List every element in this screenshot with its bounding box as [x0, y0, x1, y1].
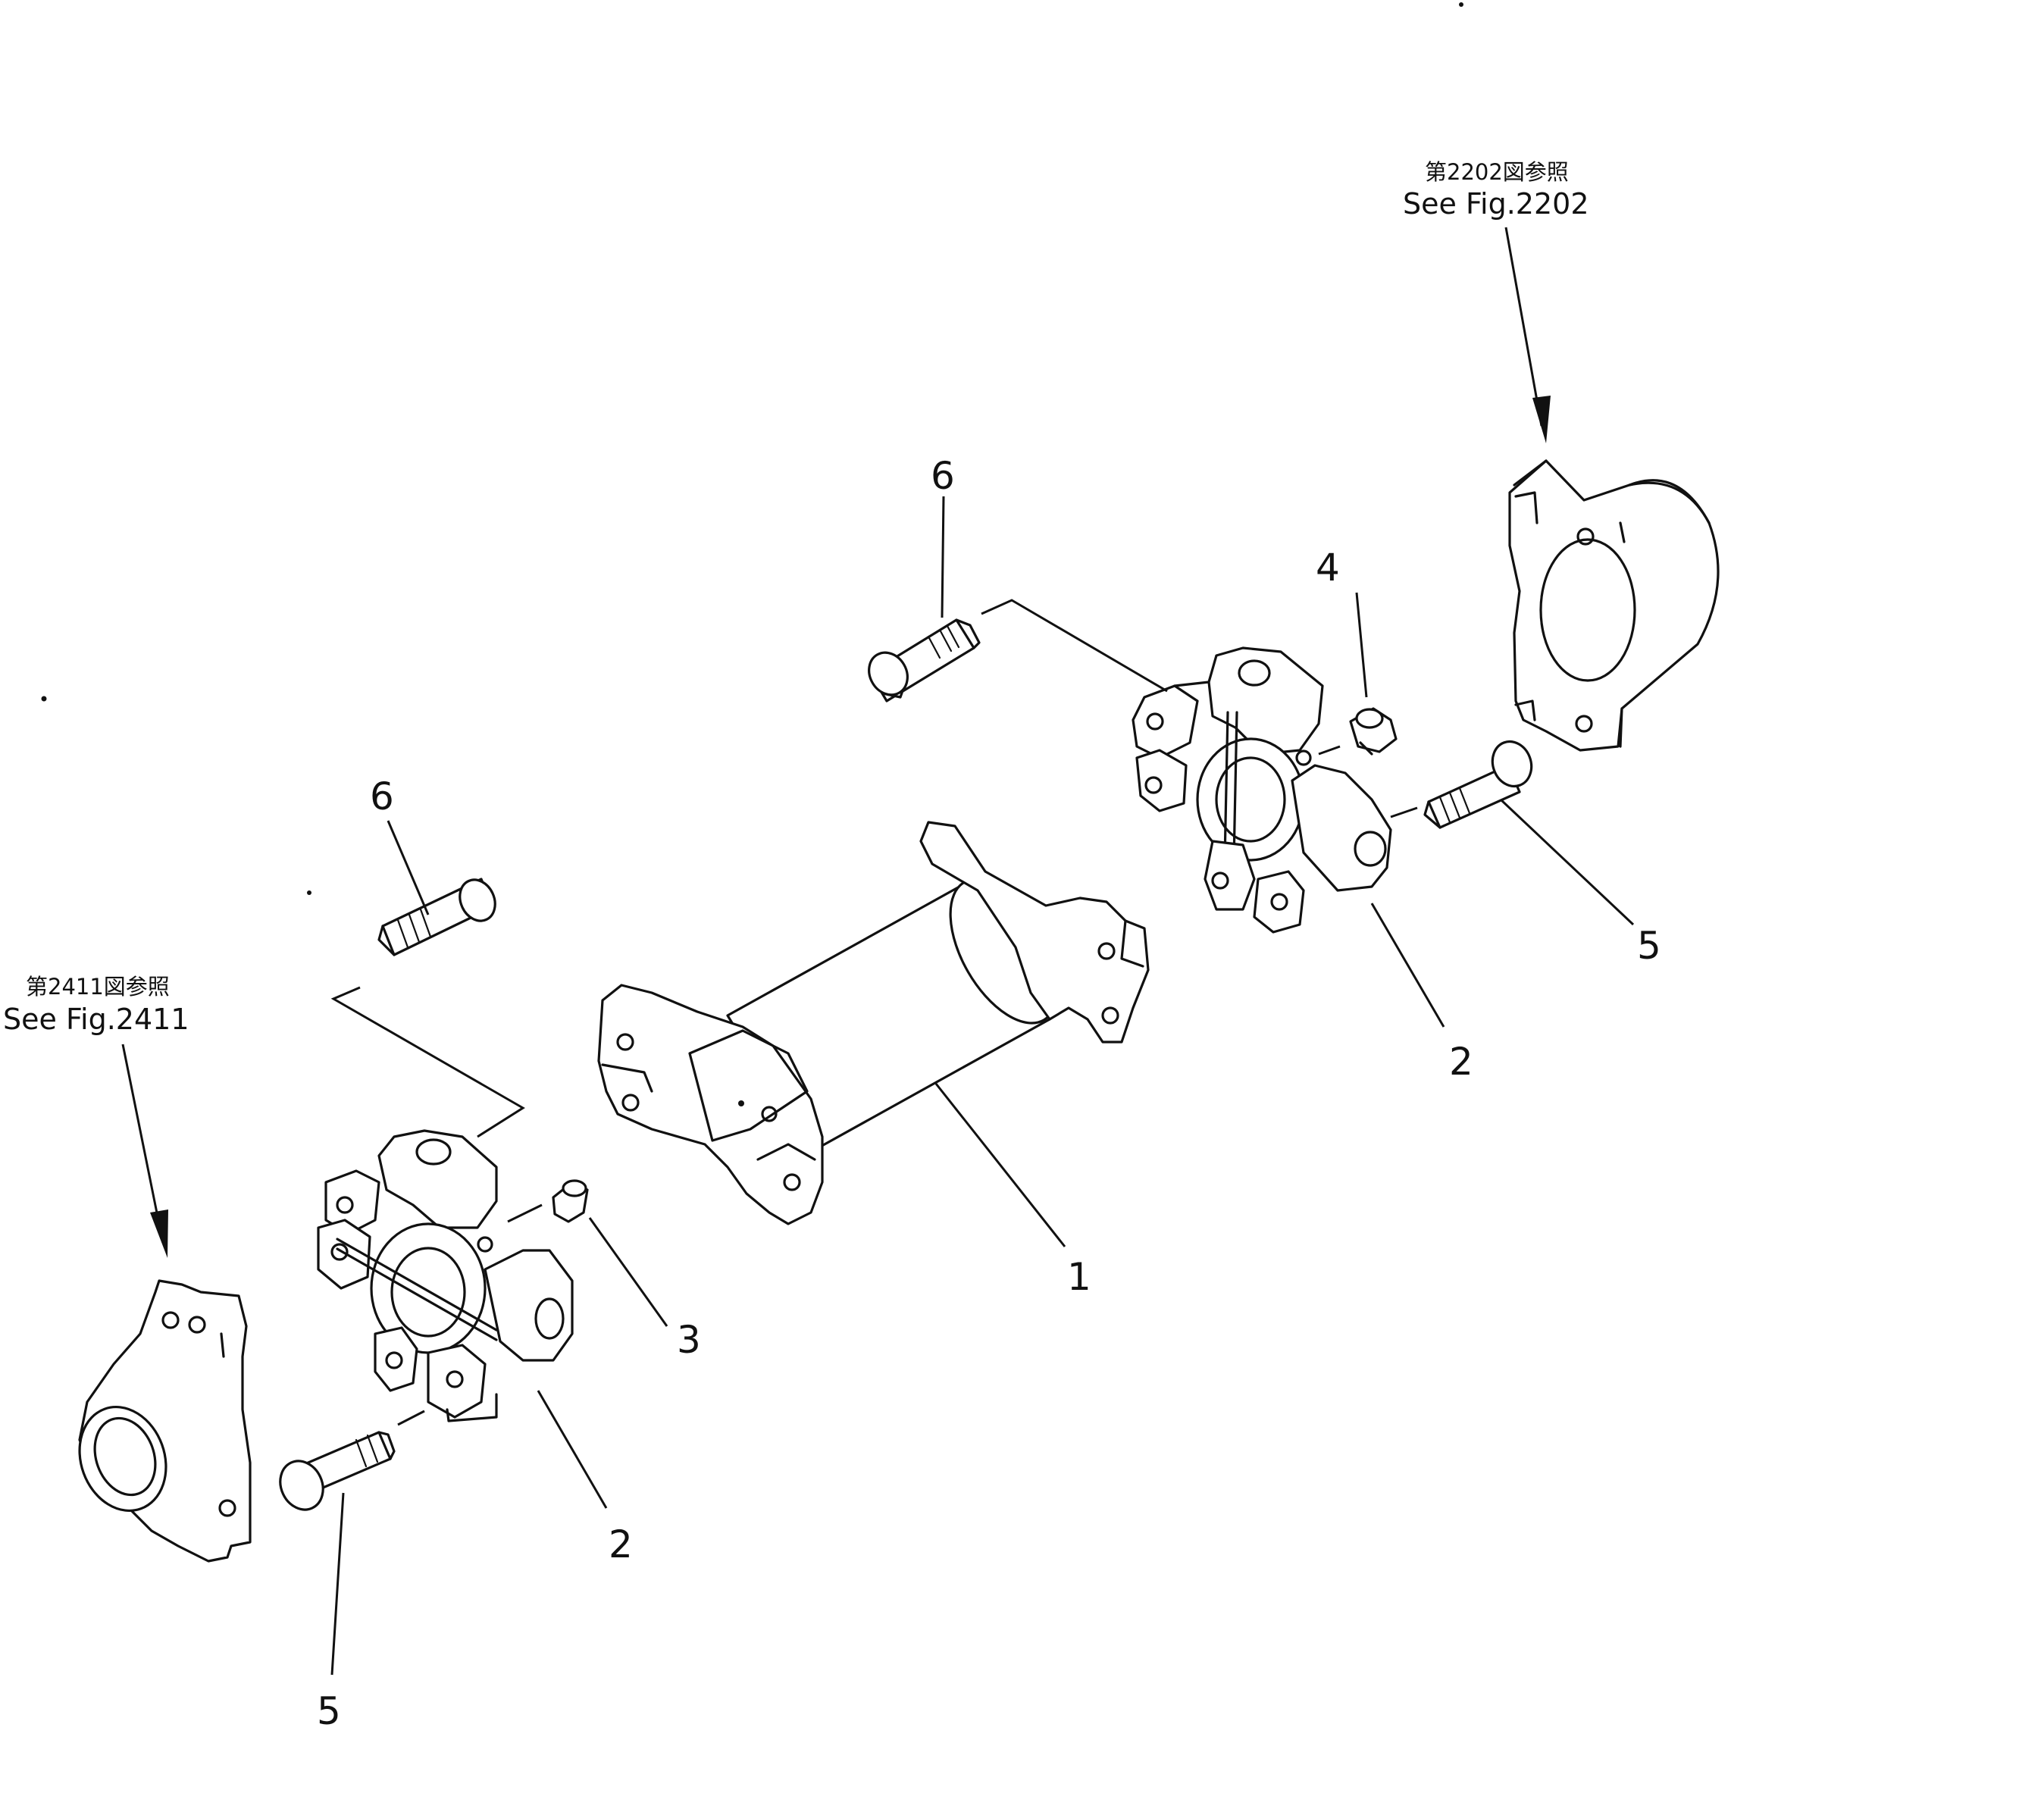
part-number-2-lower: 2 [609, 1522, 633, 1566]
upper-universal-joint [1132, 646, 1392, 934]
lower-flange-housing [78, 1279, 252, 1563]
ref-lower-left-en: See Fig.2411 [3, 1003, 189, 1036]
part-number-5-lower: 5 [317, 1689, 341, 1733]
leader-lines [330, 496, 1635, 1676]
ref-arrow-lower-left [121, 1044, 168, 1258]
ref-lower-left-jp: 第2411図参照 [26, 974, 170, 1000]
bolt-6-lower [377, 878, 496, 956]
scan-dot [307, 890, 311, 895]
grease-fitting-3 [552, 1179, 589, 1223]
scan-dot [1459, 2, 1463, 7]
part-number-6-lower: 6 [370, 775, 394, 818]
ref-upper-right-jp: 第2202図参照 [1425, 159, 1569, 185]
assembly-lines [330, 599, 1418, 1426]
part-number-4: 4 [1316, 546, 1340, 590]
part-number-2-upper: 2 [1449, 1040, 1473, 1084]
scan-dot [41, 696, 47, 702]
bolt-6-upper [868, 618, 981, 703]
part-number-1: 1 [1067, 1255, 1091, 1299]
bolt-5-lower [279, 1431, 396, 1511]
ref-arrow-upper-right [1504, 227, 1551, 443]
drive-shaft [597, 821, 1150, 1225]
ref-upper-right-en: See Fig.2202 [1403, 187, 1589, 221]
part-number-5-upper: 5 [1637, 924, 1661, 968]
lower-universal-joint [317, 1129, 574, 1422]
part-number-6-upper: 6 [931, 454, 955, 498]
part-number-3: 3 [677, 1318, 701, 1362]
bolt-5-upper [1423, 740, 1533, 829]
upper-flange-housing [1508, 459, 1720, 752]
grease-fitting-4 [1349, 707, 1398, 756]
